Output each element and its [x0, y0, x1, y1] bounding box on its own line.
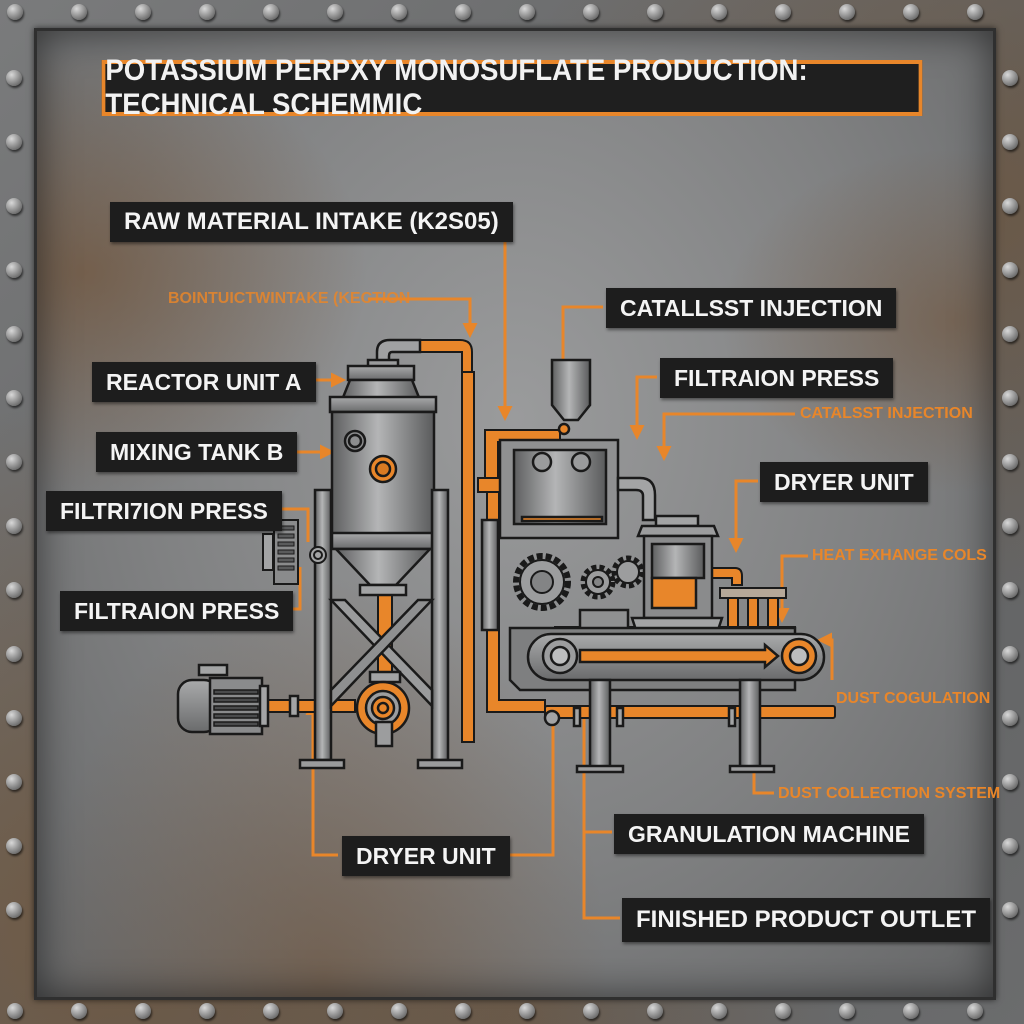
rivet-icon — [1002, 454, 1018, 470]
rivet-icon — [1002, 518, 1018, 534]
title-text: POTASSIUM PERPXY MONOSUFLATE PRODUCTION:… — [105, 54, 808, 121]
page-title: POTASSIUM PERPXY MONOSUFLATE PRODUCTION:… — [101, 54, 923, 121]
rivet-icon — [967, 1003, 983, 1019]
rivet-icon — [199, 1003, 215, 1019]
rivet-icon — [1002, 902, 1018, 918]
label-dust-collection-system: DUST COLLECTION SYSTEM — [778, 785, 1001, 802]
rivet-icon — [6, 902, 22, 918]
rivet-icon — [6, 838, 22, 854]
rivet-icon — [263, 4, 279, 20]
mixing-machine — [480, 358, 657, 632]
rivet-icon — [6, 710, 22, 726]
rivet-icon — [6, 198, 22, 214]
rivet-icon — [1002, 70, 1018, 86]
rivet-icon — [711, 4, 727, 20]
label-dryer-unit-bottom: DRYER UNIT — [342, 836, 510, 876]
rivet-icon — [6, 774, 22, 790]
rivet-icon — [6, 646, 22, 662]
rivet-icon — [775, 4, 791, 20]
rivet-icon — [7, 4, 23, 20]
rivet-icon — [583, 1003, 599, 1019]
granulation-conveyor — [508, 626, 826, 774]
label-dryer-unit-right: DRYER UNIT — [760, 462, 928, 502]
rivet-icon — [6, 454, 22, 470]
motor-icon — [176, 663, 300, 736]
rivet-icon — [6, 326, 22, 342]
rivet-icon — [391, 4, 407, 20]
rivet-icon — [711, 1003, 727, 1019]
label-reactor-unit-a: REACTOR UNIT A — [92, 362, 316, 402]
rivet-icon — [135, 4, 151, 20]
rivet-icon — [839, 4, 855, 20]
rivet-icon — [583, 4, 599, 20]
rivet-icon — [135, 1003, 151, 1019]
label-heat-exchange-coils: HEAT EXHANGE COLS — [812, 547, 987, 564]
rivet-icon — [1002, 134, 1018, 150]
rivet-icon — [6, 518, 22, 534]
rivet-icon — [391, 1003, 407, 1019]
rivet-icon — [6, 134, 22, 150]
rivet-icon — [1002, 198, 1018, 214]
leader-lines — [230, 223, 834, 920]
rivet-icon — [6, 390, 22, 406]
rivet-icon — [1002, 390, 1018, 406]
label-filtraion-press-right: FILTRAION PRESS — [660, 358, 894, 398]
heat-exchange-coils — [719, 587, 787, 599]
rivet-icon — [1002, 326, 1018, 342]
label-mixing-tank-b: MIXING TANK B — [96, 432, 298, 472]
label-finished-product-outlet: FINISHED PRODUCT OUTLET — [622, 898, 990, 942]
rivet-icon — [1002, 774, 1018, 790]
label-granulation-machine: GRANULATION MACHINE — [614, 814, 924, 854]
rivet-icon — [1002, 582, 1018, 598]
rivet-icon — [7, 1003, 23, 1019]
rivet-icon — [1002, 838, 1018, 854]
rivet-icon — [519, 4, 535, 20]
rivet-icon — [519, 1003, 535, 1019]
label-catalsst-injection: CATALSST INJECTION — [800, 405, 973, 422]
label-filtrition-press: FILTRI7ION PRESS — [46, 491, 282, 531]
rivet-icon — [903, 1003, 919, 1019]
rivet-icon — [199, 4, 215, 20]
rivet-icon — [647, 1003, 663, 1019]
rivet-icon — [1002, 262, 1018, 278]
rivet-icon — [71, 1003, 87, 1019]
rivet-icon — [327, 1003, 343, 1019]
rivet-icon — [775, 1003, 791, 1019]
rivet-icon — [1002, 710, 1018, 726]
rivet-icon — [967, 4, 983, 20]
label-catalyst-injection: CATALLSST INJECTION — [606, 288, 897, 328]
filter-press-element — [262, 519, 327, 585]
rivet-icon — [455, 4, 471, 20]
rivet-icon — [327, 4, 343, 20]
reactor-silo — [298, 338, 464, 770]
rivet-icon — [6, 582, 22, 598]
rivet-icon — [263, 1003, 279, 1019]
rivet-icon — [839, 1003, 855, 1019]
rivet-icon — [903, 4, 919, 20]
rivet-icon — [455, 1003, 471, 1019]
rivet-icon — [6, 70, 22, 86]
pump-icon — [355, 670, 411, 748]
label-dust-cogulation: DUST COGULATION — [836, 690, 991, 707]
label-intake-injection: BOINTUICTWINTAKE (KECTION — [168, 290, 411, 307]
rivet-icon — [647, 4, 663, 20]
rivet-icon — [6, 262, 22, 278]
rivet-icon — [71, 4, 87, 20]
label-filtraion-press-lower: FILTRAION PRESS — [60, 591, 294, 631]
label-raw-material-intake: RAW MATERIAL INTAKE (K2S05) — [110, 202, 513, 242]
gear-icon — [513, 553, 645, 611]
rivet-icon — [1002, 646, 1018, 662]
